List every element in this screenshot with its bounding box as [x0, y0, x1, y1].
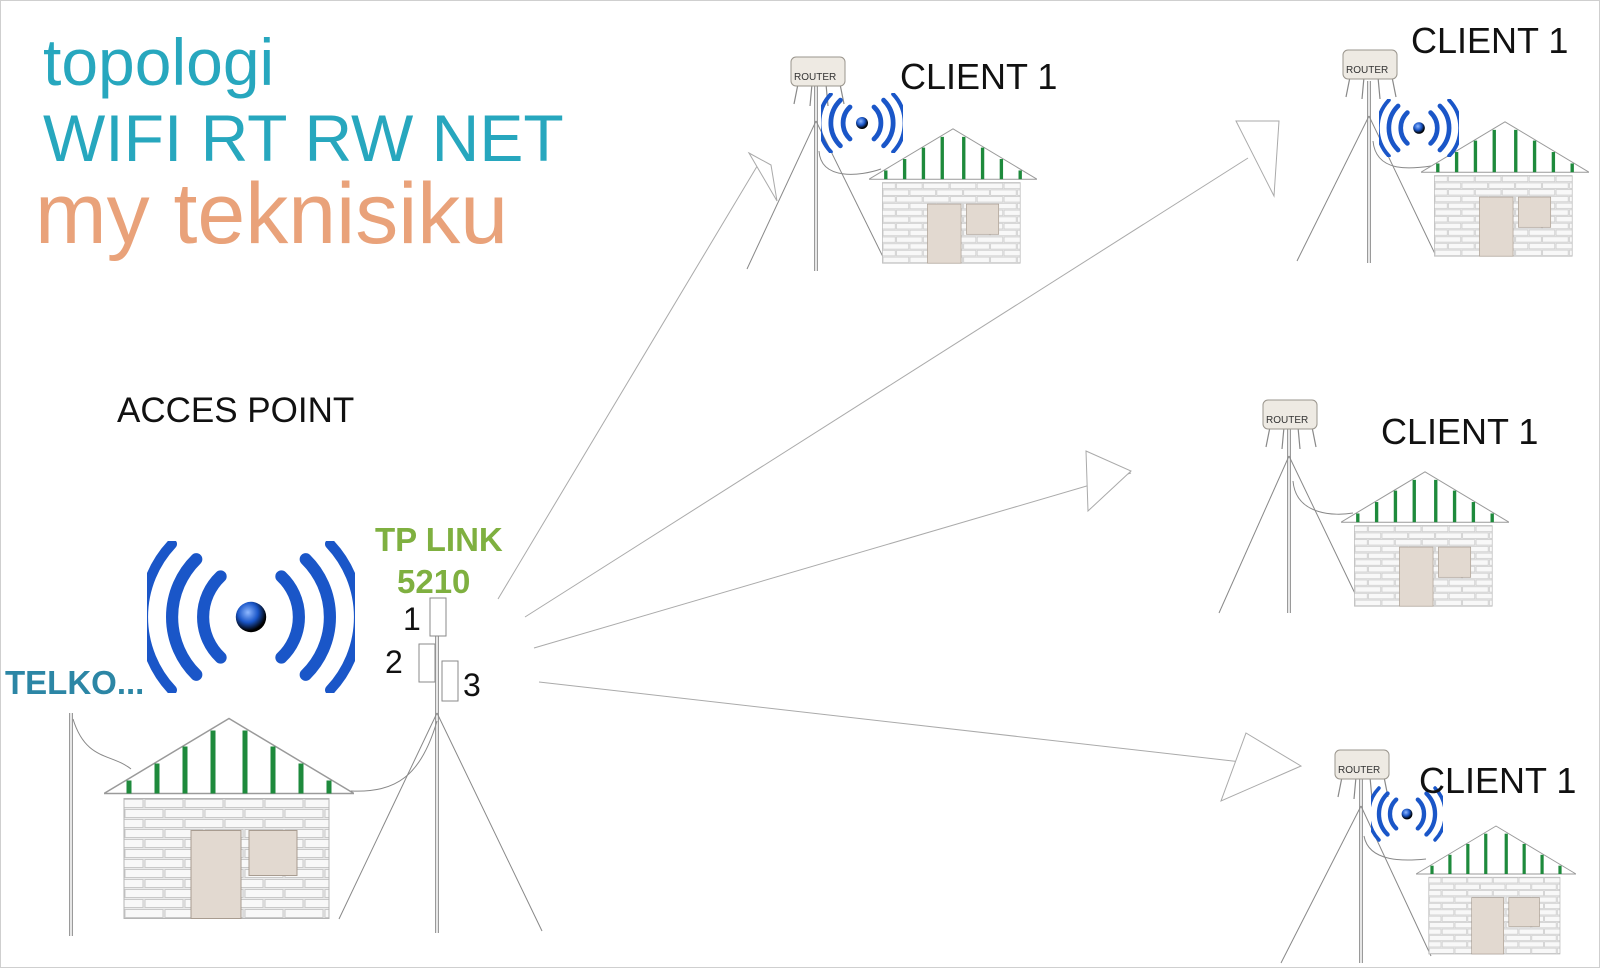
wifi-signal-icon: [819, 94, 904, 152]
house-icon: [1341, 470, 1509, 608]
isp-pole: [69, 713, 132, 936]
link-client-4: [538, 681, 1260, 765]
beam-arrows: [747, 120, 1303, 802]
client-label-2: CLIENT 1: [1411, 20, 1569, 61]
access-point-label: ACCES POINT: [117, 391, 355, 430]
wifi-signal-icon: [1378, 100, 1460, 156]
title-line-1: topologi: [43, 25, 275, 99]
client-site-4: [1280, 749, 1576, 964]
client-site-1: [746, 56, 1037, 271]
link-client-1: [497, 162, 760, 600]
router-label-1: ROUTER: [794, 72, 837, 83]
beam-arrow-icon: [1220, 732, 1303, 802]
link-client-3: [533, 472, 1132, 649]
title-line-2: WIFI RT RW NET: [43, 101, 564, 175]
beam-arrow-icon: [1235, 120, 1280, 198]
beam-arrow-icon: [747, 151, 778, 202]
antenna-number-3: 3: [463, 667, 481, 703]
router-label-3: ROUTER: [1266, 415, 1309, 426]
device-model-line-1: TP LINK: [375, 521, 503, 558]
client-label-3: CLIENT 1: [1381, 411, 1539, 452]
client-site-2: [1296, 49, 1589, 263]
router-label-2: ROUTER: [1346, 65, 1389, 76]
beam-arrow-icon: [1085, 450, 1132, 513]
antenna-number-1: 1: [403, 601, 421, 637]
house-icon: [104, 719, 354, 919]
isp-label: TELKO...: [5, 664, 145, 701]
router-label-4: ROUTER: [1338, 765, 1381, 776]
client-label-1: CLIENT 1: [900, 56, 1058, 97]
client-site-3: [1218, 399, 1509, 614]
antenna-mast-icon: [338, 597, 543, 933]
antenna-number-2: 2: [385, 644, 403, 680]
device-model-line-2: 5210: [397, 563, 471, 600]
wireless-links: [497, 157, 1260, 765]
client-label-4: CLIENT 1: [1419, 760, 1577, 801]
link-client-2: [524, 157, 1249, 618]
title-line-3: my teknisiku: [35, 166, 509, 262]
wifi-signal-icon: [143, 544, 359, 690]
house-icon: [1416, 824, 1576, 956]
